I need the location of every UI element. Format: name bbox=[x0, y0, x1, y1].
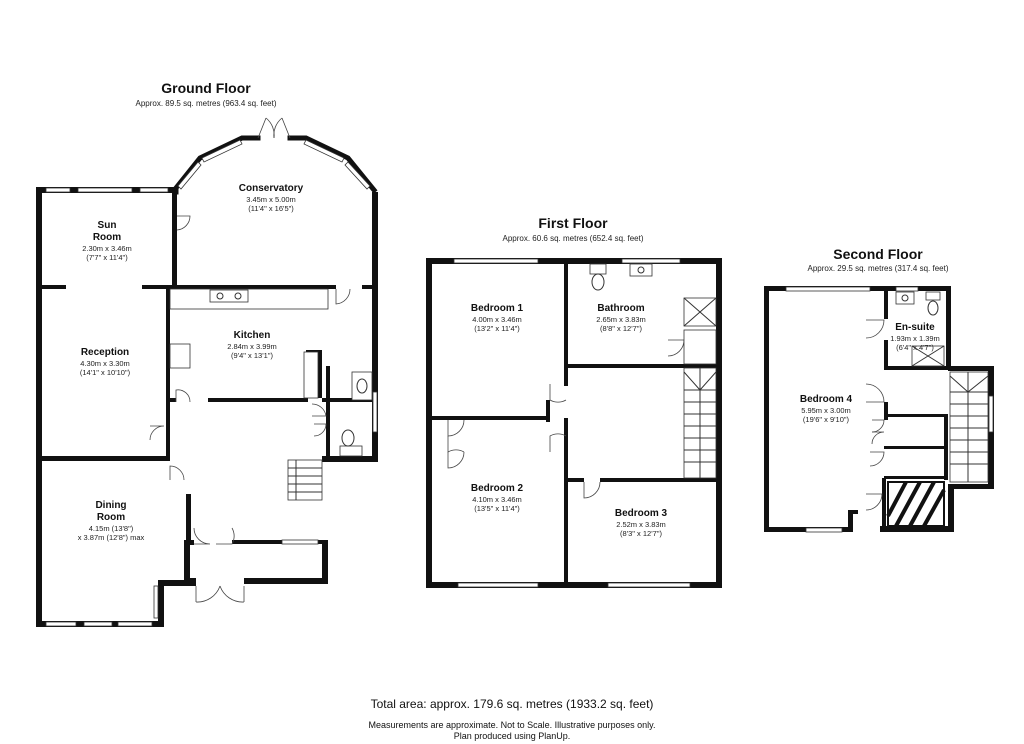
room-bathroom: Bathroom 2.65m x 3.83m (8'8" x 12'7") bbox=[596, 303, 646, 333]
second-floor-doors bbox=[865, 319, 885, 511]
second-floor-fixtures bbox=[886, 291, 989, 527]
room-bedroom-3: Bedroom 3 2.52m x 3.83m (8'3" x 12'7") bbox=[615, 508, 668, 538]
room-dim-metric: 2.65m x 3.83m bbox=[596, 315, 646, 324]
ground-floor-area: Approx. 89.5 sq. metres (963.4 sq. feet) bbox=[136, 99, 277, 108]
room-dim-metric: 1.93m x 1.39m bbox=[890, 334, 940, 343]
room-dim-imperial: (14'1" x 10'10") bbox=[80, 368, 131, 377]
room-reception: Reception 4.30m x 3.30m (14'1" x 10'10") bbox=[80, 347, 131, 377]
first-floor: First Floor Approx. 60.6 sq. metres (652… bbox=[426, 215, 722, 588]
room-name: Dining bbox=[95, 500, 126, 511]
room-name: Bedroom 2 bbox=[471, 483, 524, 494]
room-name: Kitchen bbox=[234, 330, 271, 341]
room-bedroom-1: Bedroom 1 4.00m x 3.46m (13'2" x 11'4") bbox=[471, 303, 524, 333]
room-name: Conservatory bbox=[239, 183, 304, 194]
first-floor-title: First Floor bbox=[538, 215, 608, 231]
ground-floor-doors bbox=[149, 215, 351, 603]
ground-floor-windows bbox=[45, 187, 378, 627]
room-dim-metric: 4.10m x 3.46m bbox=[472, 495, 522, 504]
room-dim-imperial: (7'7" x 11'4") bbox=[86, 253, 128, 262]
room-dining-room: Dining Room 4.15m (13'8") x 3.87m (12'8"… bbox=[78, 500, 145, 542]
room-dim-imperial: (13'2" x 11'4") bbox=[474, 324, 520, 333]
ground-floor-title: Ground Floor bbox=[161, 80, 251, 96]
ground-floor: Ground Floor Approx. 89.5 sq. metres (96… bbox=[36, 80, 378, 627]
first-floor-stairs bbox=[683, 367, 717, 479]
room-dim-imperial: x 3.87m (12'8") max bbox=[78, 533, 145, 542]
room-dim-imperial: (8'8" x 12'7") bbox=[600, 324, 642, 333]
room-name: En-suite bbox=[895, 322, 935, 333]
room-name-line2: Room bbox=[97, 512, 125, 523]
room-dim-imperial: (9'4" x 13'1") bbox=[231, 351, 273, 360]
room-dim-metric: 5.95m x 3.00m bbox=[801, 406, 851, 415]
second-floor-windows bbox=[785, 286, 994, 533]
room-dim-metric: 4.30m x 3.30m bbox=[80, 359, 130, 368]
room-name: Bedroom 1 bbox=[471, 303, 524, 314]
second-floor-area: Approx. 29.5 sq. metres (317.4 sq. feet) bbox=[808, 264, 949, 273]
footer-disclaimer: Measurements are approximate. Not to Sca… bbox=[368, 720, 656, 730]
room-dim-imperial: (13'5" x 11'4") bbox=[474, 504, 520, 513]
room-name: Bedroom 4 bbox=[800, 394, 853, 405]
room-dim-imperial: (19'6" x 9'10") bbox=[803, 415, 850, 424]
room-kitchen: Kitchen 2.84m x 3.99m (9'4" x 13'1") bbox=[227, 330, 277, 360]
room-bedroom-4: Bedroom 4 5.95m x 3.00m (19'6" x 9'10") bbox=[800, 394, 853, 424]
footer-total-area: Total area: approx. 179.6 sq. metres (19… bbox=[370, 697, 654, 711]
ground-floor-fixtures bbox=[169, 288, 373, 501]
room-conservatory: Conservatory 3.45m x 5.00m (11'4" x 16'5… bbox=[239, 183, 304, 213]
room-dim-metric: 4.15m (13'8") bbox=[89, 524, 134, 533]
room-dim-metric: 4.00m x 3.46m bbox=[472, 315, 522, 324]
footer-credit: Plan produced using PlanUp. bbox=[453, 731, 571, 741]
room-dim-metric: 3.45m x 5.00m bbox=[246, 195, 296, 204]
room-dim-metric: 2.52m x 3.83m bbox=[616, 520, 666, 529]
second-floor: Second Floor Approx. 29.5 sq. metres (31… bbox=[764, 246, 994, 533]
second-floor-stairs bbox=[949, 371, 989, 483]
first-floor-fixtures bbox=[589, 263, 717, 479]
room-name: Bathroom bbox=[597, 303, 644, 314]
room-name: Bedroom 3 bbox=[615, 508, 668, 519]
room-name-line2: Room bbox=[93, 232, 121, 243]
second-floor-title: Second Floor bbox=[833, 246, 923, 262]
room-name: Reception bbox=[81, 347, 129, 358]
ground-floor-stairs bbox=[287, 459, 323, 501]
room-name: Sun bbox=[98, 220, 117, 231]
room-dim-imperial: (11'4" x 16'5") bbox=[248, 204, 294, 213]
first-floor-windows bbox=[453, 258, 691, 588]
room-dim-imperial: (8'3" x 12'7") bbox=[620, 529, 662, 538]
void-hatch bbox=[886, 481, 946, 527]
room-en-suite: En-suite 1.93m x 1.39m (6'4" x 4'7") bbox=[890, 322, 940, 352]
conservatory-bay bbox=[173, 117, 378, 195]
room-dim-imperial: (6'4" x 4'7") bbox=[896, 343, 934, 352]
room-dim-metric: 2.84m x 3.99m bbox=[227, 342, 277, 351]
room-sun-room: Sun Room 2.30m x 3.46m (7'7" x 11'4") bbox=[82, 220, 132, 262]
room-bedroom-2: Bedroom 2 4.10m x 3.46m (13'5" x 11'4") bbox=[471, 483, 524, 513]
first-floor-area: Approx. 60.6 sq. metres (652.4 sq. feet) bbox=[503, 234, 644, 243]
first-floor-walls bbox=[426, 258, 722, 588]
room-dim-metric: 2.30m x 3.46m bbox=[82, 244, 132, 253]
